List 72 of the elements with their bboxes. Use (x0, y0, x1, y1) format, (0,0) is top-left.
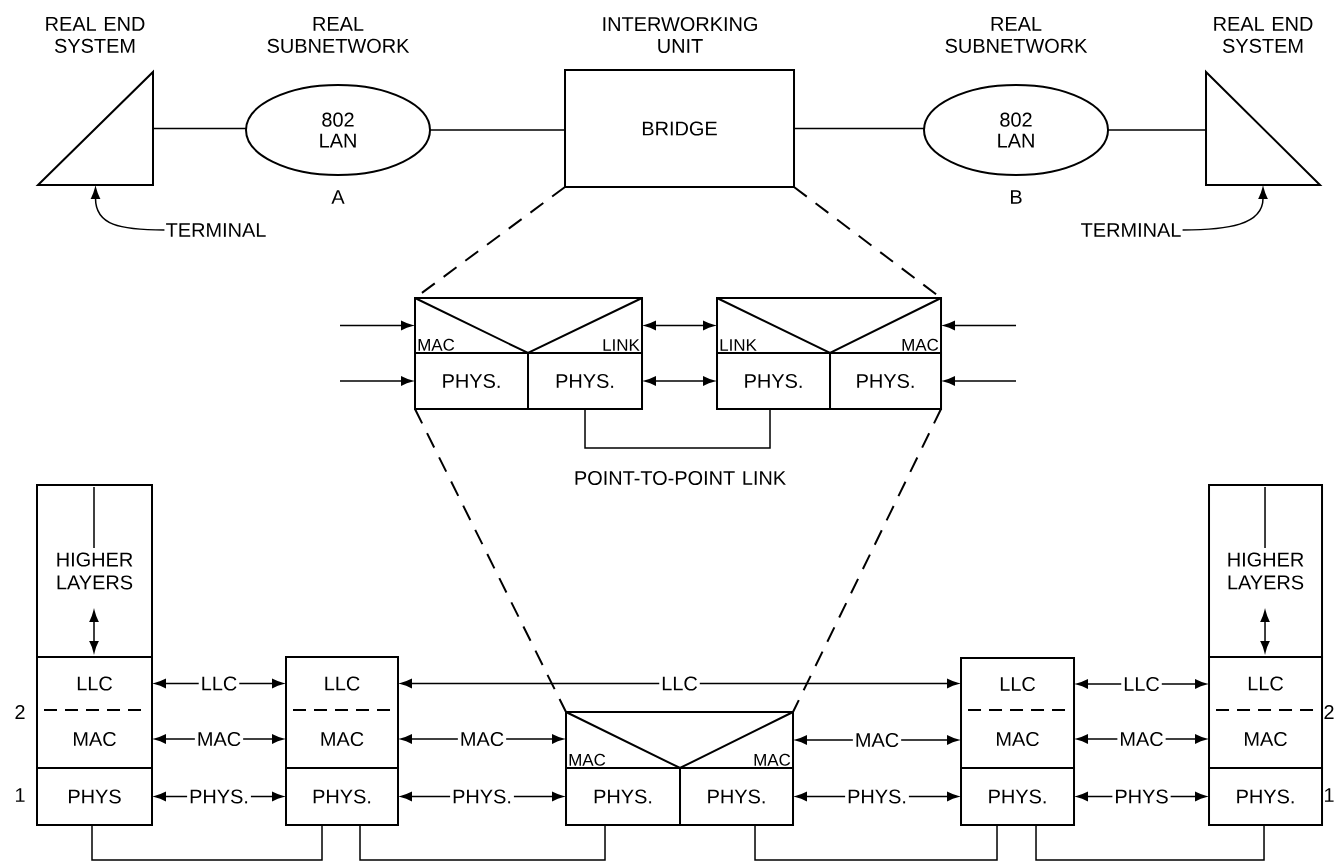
layer-cell: PHYS. (565, 767, 681, 826)
leader-line (91, 187, 166, 231)
layer-cell: HIGHER LAYERS (36, 484, 153, 658)
connector-line (152, 127, 247, 130)
edge-label: MAC (1117, 729, 1166, 749)
layer-cell: PHYS. (829, 352, 942, 410)
layer-number: 1 (1325, 788, 1334, 802)
layer-cell: MAC (902, 338, 939, 351)
double-arrow (644, 321, 715, 330)
edge-label: MAC (194, 729, 244, 749)
leader-line (1181, 187, 1268, 231)
bracket-line (359, 824, 606, 861)
layer-cell: LLC (36, 656, 153, 711)
layer-cell: MAC (1208, 709, 1323, 769)
edge-label: LLC (1121, 674, 1162, 694)
layer-cell: MAC (960, 709, 1075, 769)
edge-label: PHYS (1112, 787, 1171, 806)
bracket-line (754, 824, 998, 861)
edge-label: PHYS. (845, 787, 909, 806)
bracket-line (91, 824, 323, 861)
edge-label: PHYS. (187, 787, 251, 806)
bridge-box: BRIDGE (564, 69, 795, 188)
layer-cell: PHYS. (527, 352, 643, 410)
layer-cell: PHYS. (716, 352, 831, 410)
layer-cell: MAC (285, 709, 399, 769)
heading: REAL SUBNETWORK (267, 17, 410, 53)
heading: INTERWORKING UNIT (603, 17, 757, 53)
layer-cell: MAC (569, 753, 606, 766)
layer-cell: PHYS (36, 767, 153, 826)
dashed-line (414, 408, 567, 713)
bracket-line (1035, 824, 1265, 861)
letter-label: A (331, 190, 345, 204)
arrow (943, 376, 1017, 386)
layer-number: 1 (16, 788, 25, 802)
heading: REAL END SYSTEM (1214, 17, 1313, 53)
edge-label: LLC (198, 674, 240, 693)
arrow (943, 321, 1017, 330)
layer-cell: PHYS. (679, 767, 794, 826)
double-arrow (644, 376, 715, 386)
bracket-line (584, 408, 771, 449)
double-arrow (400, 679, 959, 688)
connector-line (1107, 129, 1207, 131)
layer-number: 2 (15, 705, 25, 719)
layer-cell: LINK (720, 339, 757, 351)
edge-label: MAC (457, 729, 507, 749)
heading: REAL END SYSTEM (46, 17, 145, 53)
arrow (339, 321, 413, 330)
layer-cell: MAC (418, 338, 455, 351)
layer-cell: LLC (1208, 656, 1323, 711)
arrow (339, 376, 413, 386)
layer-number: 2 (1324, 705, 1334, 719)
layer-cell: MAC (36, 709, 153, 769)
link-label: POINT-TO-POINT LINK (575, 470, 786, 486)
layer-cell: LINK (603, 339, 640, 351)
layer-cell: PHYS. (414, 352, 529, 410)
terminal-label: TERMINAL (1081, 223, 1181, 237)
layer-cell: PHYS. (285, 767, 399, 826)
edge-label: MAC (852, 730, 902, 750)
edge-label: PHYS. (450, 787, 514, 806)
layer-cell: LLC (960, 657, 1075, 711)
dashed-line (792, 408, 942, 713)
layer-cell: LLC (285, 656, 399, 711)
layer-cell: PHYS. (1208, 767, 1323, 826)
terminal-label: TERMINAL (166, 223, 266, 237)
heading: REAL SUBNETWORK (945, 17, 1088, 53)
layer-cell: HIGHER LAYERS (1208, 484, 1323, 658)
letter-label: B (1011, 190, 1022, 204)
connector-line (793, 127, 925, 130)
edge-label: LLC (659, 674, 700, 693)
layer-cell: PHYS. (960, 767, 1075, 826)
layer-cell: MAC (754, 753, 791, 766)
connector-line (429, 129, 566, 131)
